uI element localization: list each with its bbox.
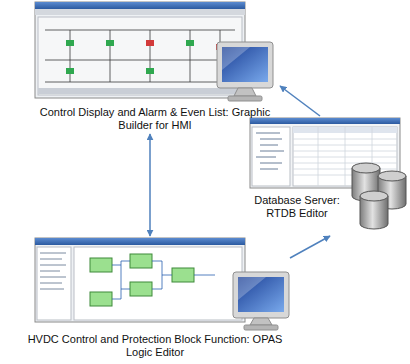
breaker <box>146 40 154 46</box>
connector-arrow <box>149 134 151 236</box>
status-strip <box>38 88 242 94</box>
tool-bar <box>35 9 245 15</box>
screen-gloss <box>238 277 266 300</box>
window-frame <box>35 2 245 98</box>
logic-block <box>130 254 152 268</box>
monitor-body <box>217 42 273 88</box>
side-panel <box>37 247 71 320</box>
panel-lines <box>40 253 66 289</box>
connector-arrow <box>290 236 330 258</box>
screen-gloss <box>222 47 250 70</box>
illustrated-node: HVDC Control and Protection Block Functi… <box>20 236 290 361</box>
title-bar <box>35 238 245 245</box>
computer-icon <box>217 42 273 101</box>
monitor-stand <box>234 88 256 96</box>
breaker <box>66 40 74 46</box>
hmi-screenshot <box>35 2 245 98</box>
title-bar <box>250 118 400 124</box>
canvas <box>38 17 242 95</box>
logic-block <box>130 282 152 296</box>
monitor-base <box>244 325 278 330</box>
breaker <box>66 68 74 74</box>
logic-screenshot <box>35 238 245 322</box>
illustrated-node: Control Display and Alarm & Even List: G… <box>30 0 280 134</box>
title-bar <box>35 2 245 9</box>
monitor-base <box>228 96 262 101</box>
tree-lines <box>256 133 284 169</box>
node-caption: Control Display and Alarm & Even List: G… <box>30 106 280 132</box>
monitor-screen <box>238 277 284 312</box>
node-caption: Database Server: RTDB Editor <box>252 194 342 220</box>
logic-block <box>90 258 112 272</box>
database-icon <box>352 163 406 229</box>
illustrated-node: Database Server: RTDB Editor <box>250 116 408 236</box>
window-frame <box>35 238 245 322</box>
monitor-screen <box>222 47 268 82</box>
breaker <box>106 40 114 46</box>
tree-panel <box>252 127 290 186</box>
cylinder-top <box>360 191 388 201</box>
breaker <box>186 40 194 46</box>
bus-lines <box>45 30 235 82</box>
logic-wires <box>112 261 215 299</box>
logic-block <box>172 268 194 282</box>
breaker <box>146 68 154 74</box>
node-caption: HVDC Control and Protection Block Functi… <box>20 333 290 359</box>
cylinder-top <box>378 171 406 181</box>
computer-icon <box>233 272 289 330</box>
monitor-body <box>233 272 289 318</box>
monitor-stand <box>250 318 272 325</box>
canvas <box>74 247 242 320</box>
connector-arrow <box>280 86 320 116</box>
cylinder-top <box>352 163 380 173</box>
logic-block <box>90 292 112 306</box>
